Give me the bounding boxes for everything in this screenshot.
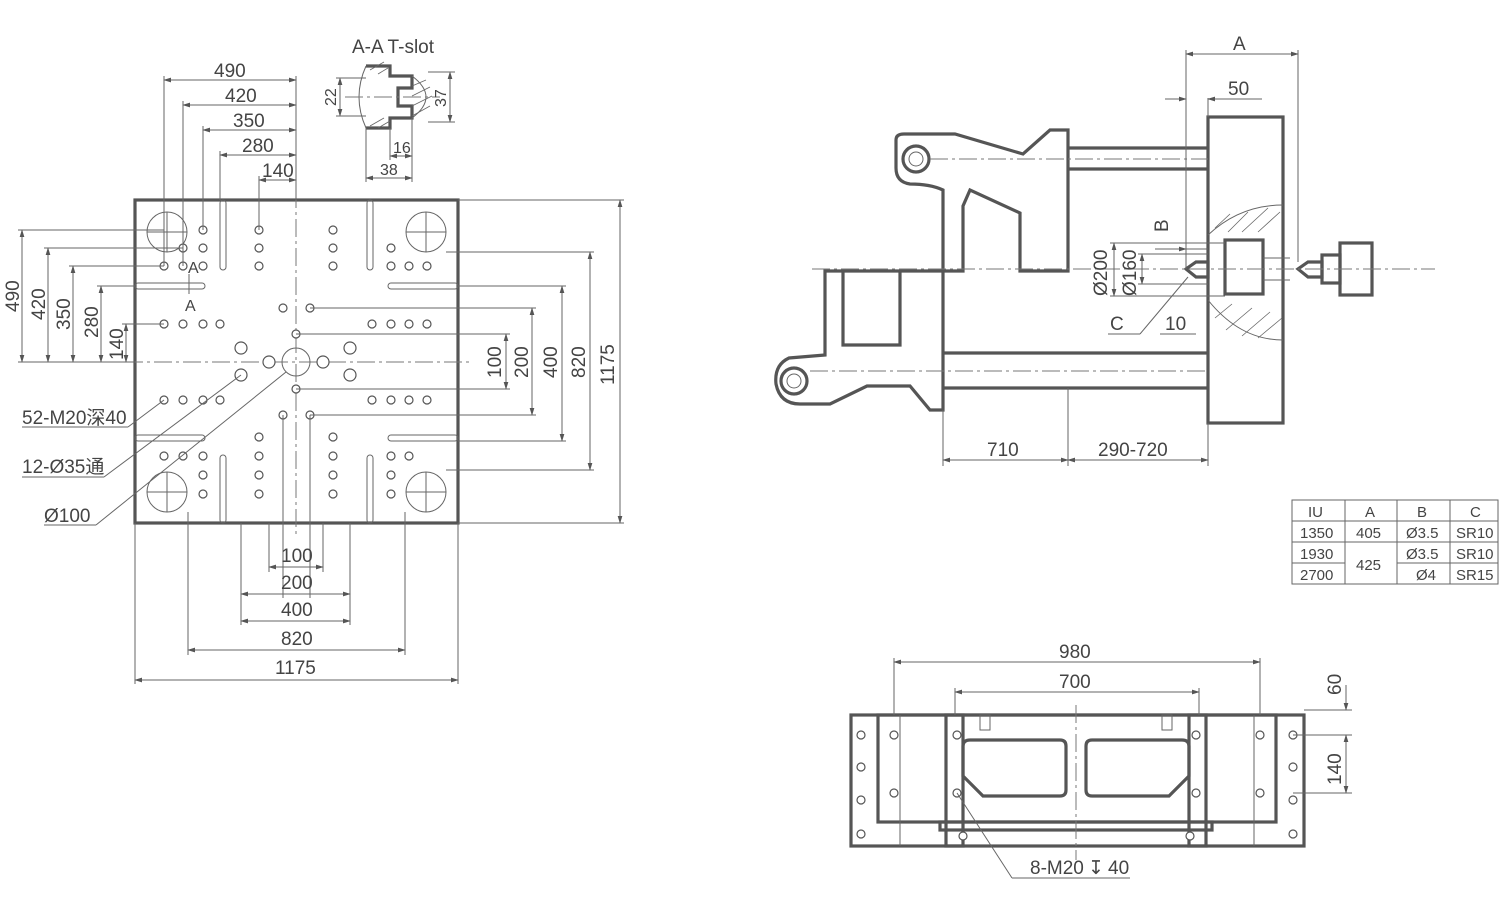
platen-hatching — [1214, 207, 1283, 339]
table-row1-a: 405 — [1356, 525, 1381, 542]
dim-top-420: 420 — [225, 86, 257, 107]
tslot-dim-37: 37 — [433, 89, 450, 107]
dim-B: B — [1152, 219, 1173, 232]
platen-top-dimensions: 490 420 350 280 140 — [163, 61, 297, 266]
dim-right-100: 100 — [485, 346, 506, 378]
label-C: C — [1110, 314, 1124, 335]
section-mark-upper: A — [188, 260, 199, 277]
base-callout: 8-M20 — [1030, 858, 1084, 879]
base-callout-depth: 40 — [1108, 858, 1129, 879]
platen-front-view: A A 490 420 350 280 140 — [3, 61, 624, 684]
dim-top-140: 140 — [262, 161, 294, 182]
table-row1-b: Ø3.5 — [1406, 525, 1439, 542]
dim-right-400: 400 — [541, 346, 562, 378]
base-bolt-holes — [856, 730, 1298, 841]
dim-dia-160: Ø160 — [1120, 250, 1141, 296]
table-row1-iu: 1350 — [1300, 525, 1333, 542]
through-holes — [234, 341, 357, 382]
dim-bottom-100: 100 — [281, 546, 313, 567]
upper-pivot-pin — [901, 144, 931, 174]
dim-top-490: 490 — [214, 61, 246, 82]
dim-bottom-200: 200 — [281, 573, 313, 594]
table-row3-c: SR15 — [1456, 567, 1494, 584]
dim-10: 10 — [1165, 314, 1186, 335]
table-row2-iu: 1930 — [1300, 546, 1333, 563]
base-view: 980 700 60 140 8-M20 ↧ 40 — [849, 642, 1352, 879]
dim-left-420: 420 — [29, 288, 50, 320]
tslot-dim-22: 22 — [323, 88, 340, 106]
clamp-side-view: A 50 B Ø200 Ø160 C 10 710 290-720 — [774, 34, 1435, 466]
dim-bottom-400: 400 — [281, 600, 313, 621]
table-row23-a: 425 — [1356, 557, 1381, 574]
dim-700: 700 — [1059, 672, 1091, 693]
dim-right-200: 200 — [512, 346, 533, 378]
t-slots — [134, 199, 459, 524]
dim-50: 50 — [1228, 79, 1249, 100]
dim-top-280: 280 — [242, 136, 274, 157]
dim-A: A — [1233, 34, 1246, 55]
table-header-iu: IU — [1308, 504, 1323, 521]
callout-center-ring: Ø100 — [44, 506, 90, 527]
tslot-section: A-A T-slot 22 37 16 38 — [323, 37, 455, 182]
table-row3-b: Ø4 — [1416, 567, 1436, 584]
dim-left-140: 140 — [107, 328, 128, 360]
section-title: A-A T-slot — [352, 37, 435, 58]
fixed-platen — [1206, 115, 1285, 425]
dim-980: 980 — [1059, 642, 1091, 663]
dim-140: 140 — [1325, 753, 1346, 785]
lower-pivot-pin — [779, 366, 809, 396]
table-header-a: A — [1365, 504, 1375, 521]
dim-top-350: 350 — [233, 111, 265, 132]
center-ring — [281, 347, 311, 377]
platen-right-dimensions: 100 200 400 820 1175 — [296, 199, 624, 524]
table-row1-c: SR10 — [1456, 525, 1494, 542]
callout-through-holes: 12-Ø35通 — [22, 456, 104, 478]
dim-right-820: 820 — [569, 346, 590, 378]
tslot-dim-38: 38 — [380, 162, 398, 179]
tie-bar-holes — [146, 211, 447, 513]
dim-bottom-1175: 1175 — [275, 658, 316, 679]
table-row2-b: Ø3.5 — [1406, 546, 1439, 563]
dim-right-1175: 1175 — [598, 344, 619, 385]
platen-callouts: 52-M20深40 12-Ø35通 Ø100 — [22, 371, 287, 527]
dim-60: 60 — [1325, 674, 1346, 695]
tslot-dim-16: 16 — [393, 140, 411, 157]
depth-symbol: ↧ — [1088, 858, 1104, 879]
dim-left-490: 490 — [3, 280, 24, 312]
table-row2-c: SR10 — [1456, 546, 1494, 563]
dim-left-350: 350 — [54, 298, 75, 330]
section-mark-lower: A — [185, 298, 196, 315]
dim-dia-200: Ø200 — [1091, 250, 1112, 296]
tapped-holes — [159, 225, 432, 499]
dim-710: 710 — [987, 440, 1019, 461]
callout-tapped-holes: 52-M20深40 — [22, 407, 127, 429]
table-row3-iu: 2700 — [1300, 567, 1333, 584]
table-header-c: C — [1470, 504, 1481, 521]
platen-bottom-dimensions: 100 200 400 820 1175 — [134, 415, 459, 684]
spec-table: IU A B C 1350 405 Ø3.5 SR10 1930 425 Ø3.… — [1291, 499, 1499, 585]
dim-bottom-820: 820 — [281, 629, 313, 650]
platen-left-dimensions: 490 420 350 280 140 — [3, 229, 183, 363]
table-header-b: B — [1417, 504, 1427, 521]
dim-left-280: 280 — [82, 306, 103, 338]
dim-stroke: 290-720 — [1098, 440, 1168, 461]
